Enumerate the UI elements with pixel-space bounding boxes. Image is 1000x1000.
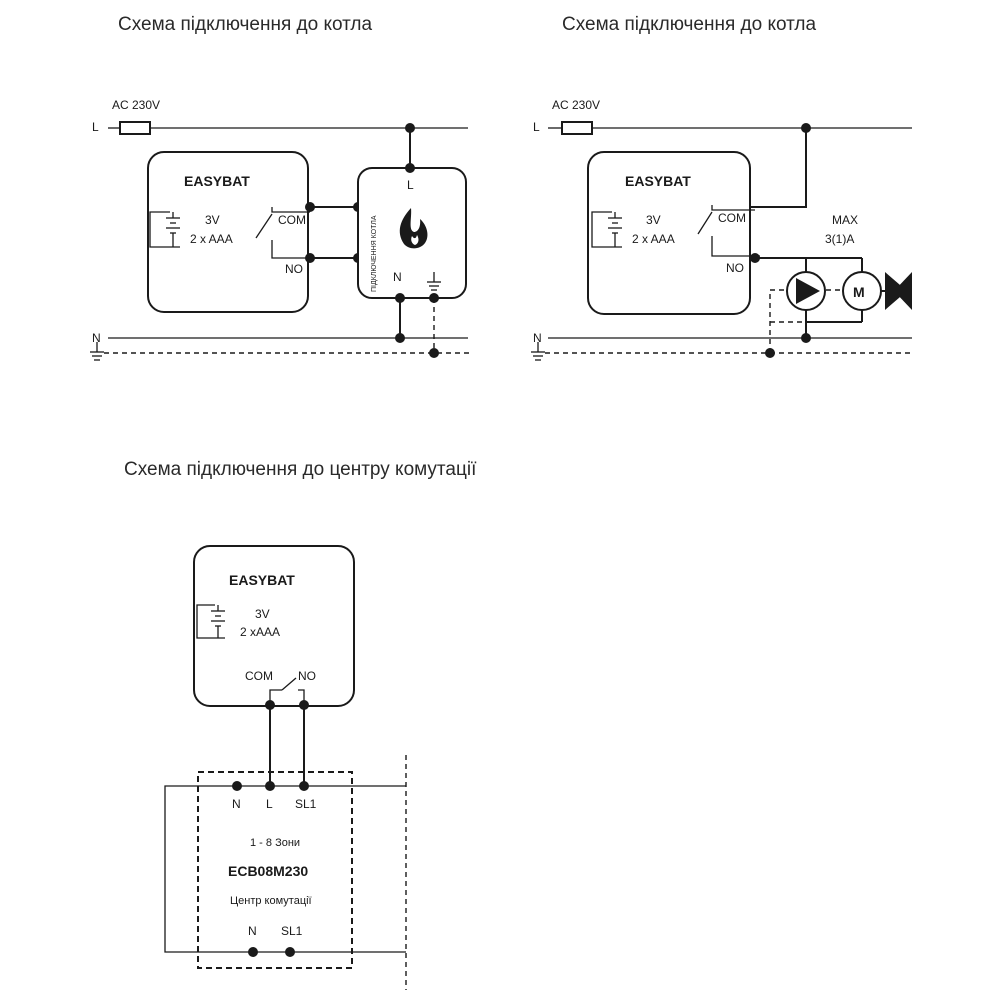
motor-icon: M [842,271,882,311]
battery-type: 2 x AAA [632,232,675,246]
easybat-name: EASYBAT [229,572,295,588]
left-bus-wire [164,785,198,953]
diagram-1-line-n-label: N [92,331,101,345]
diagram-boiler-connection-1: Схема підключення до котла AC 230V L N E… [90,14,470,361]
diagram-boiler-connection-2: Схема підключення до котла AC 230V L N E… [531,14,912,361]
junction-earth [429,348,439,358]
fuse-icon [561,121,593,135]
battery-voltage: 3V [205,213,220,227]
com-to-l-wire [750,128,807,208]
no-label: NO [285,262,303,276]
junction-earth [765,348,775,358]
sl1-terminal [299,781,309,791]
switching-center-box [197,771,353,969]
no-terminal [750,253,760,263]
bottom-sl1-terminal [285,947,295,957]
ground-icon [90,342,104,361]
boiler-n-label: N [393,270,402,284]
switch-icon [255,207,310,259]
fuse-icon [119,121,151,135]
term-sl1-label: SL1 [295,797,317,811]
boiler-n-terminal [395,293,405,303]
diagram-switching-center: Схема підключення до центру комутації EA… [124,459,477,990]
boiler-l-terminal [405,163,415,173]
no-label: NO [726,261,744,275]
easybat-name: EASYBAT [625,173,691,189]
easybat-device [587,151,751,315]
center-label: Центр комутації [230,895,312,907]
diagram-3-title: Схема підключення до центру комутації [124,459,477,480]
max-label: MAX [832,213,858,227]
flame-icon [399,208,428,249]
com-label: COM [278,213,306,227]
battery-voltage: 3V [255,607,270,621]
com-label: COM [718,211,746,225]
diagram-2-title: Схема підключення до котла [562,14,817,35]
bottom-sl1-label: SL1 [281,924,303,938]
valve-icon [881,272,912,310]
diagram-1-supply-label: AC 230V [112,98,160,112]
max-current: 3(1)A [825,232,854,246]
junction-l [801,123,811,133]
diagram-2-line-l-label: L [533,120,540,134]
model-label: ECB08M230 [228,863,308,879]
battery-type: 2 x AAA [190,232,233,246]
no-terminal [305,253,315,263]
battery-type: 2 xAAA [240,625,280,639]
pump-earth-wire [769,289,787,353]
motor-letter: M [853,284,865,300]
no-label: NO [298,669,316,683]
zones-label: 1 - 8 Зони [250,837,300,849]
diagram-1-line-l-label: L [92,120,99,134]
boiler-l-label: L [407,178,414,192]
term-n-label: N [232,797,241,811]
junction-n [395,333,405,343]
com-terminal [305,202,315,212]
l-terminal [265,781,275,791]
easybat-name: EASYBAT [184,173,250,189]
battery-icon [196,604,225,639]
com-label: COM [245,669,273,683]
battery-icon [149,211,180,248]
switch-icon [697,205,760,257]
easybat-device [147,151,309,313]
diagram-2-supply-label: AC 230V [552,98,600,112]
boiler-label: ПІДКЛЮЧЕННЯ КОТЛА [371,215,378,292]
boiler-earth-terminal [429,293,439,303]
junction-n [801,333,811,343]
ground-icon [531,342,545,361]
ground-icon [427,272,441,291]
diagram-1-title: Схема підключення до котла [118,14,373,35]
battery-icon [591,211,622,248]
diagram-2-line-n-label: N [533,331,542,345]
junction-l [405,123,415,133]
bottom-n-label: N [248,924,257,938]
battery-voltage: 3V [646,213,661,227]
bottom-n-terminal [248,947,258,957]
term-l-label: L [266,797,273,811]
switch-icon [269,677,305,704]
n-terminal [232,781,242,791]
pump-icon [786,271,826,311]
